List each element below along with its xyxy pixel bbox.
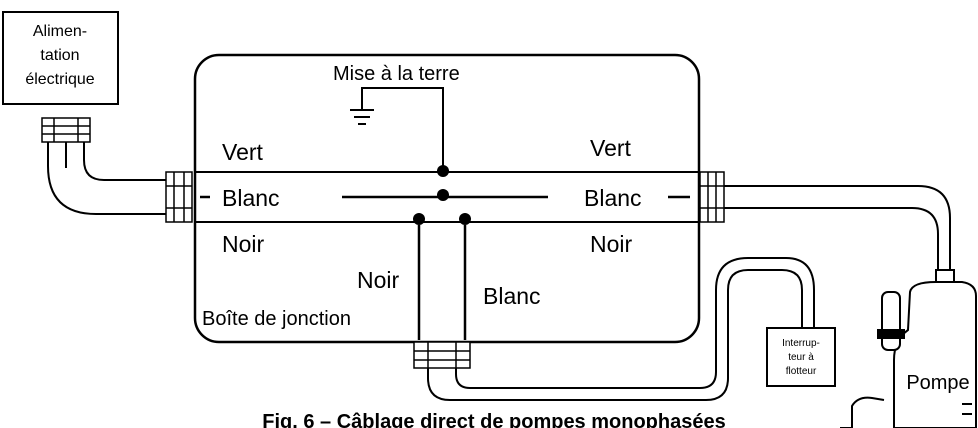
green-connector: [437, 165, 449, 177]
right-black-label: Noir: [590, 231, 633, 257]
left-black-label: Noir: [222, 231, 265, 257]
white-connector: [437, 189, 449, 201]
float-switch: Interrup- teur à flotteur: [766, 327, 836, 387]
black-connector: [413, 213, 425, 225]
power-supply: Alimen- tation électrique: [2, 11, 119, 105]
switch-white-connector: [459, 213, 471, 225]
left-box-fitting: [165, 171, 193, 223]
left-white-label: Blanc: [222, 185, 280, 211]
ground-label: Mise à la terre: [333, 63, 460, 85]
power-supply-line1: Alimen-: [33, 23, 87, 40]
ground-wire: [350, 87, 444, 170]
power-supply-line2: tation: [40, 47, 79, 64]
junction-box-label: Boîte de jonction: [202, 308, 351, 330]
power-supply-line3: électrique: [25, 71, 94, 88]
left-green-label: Vert: [222, 139, 264, 165]
drop-white-label: Blanc: [483, 283, 541, 309]
drop-wires: [417, 225, 467, 340]
pump-cable: [724, 185, 951, 272]
wire-connectors: [413, 165, 471, 225]
supply-fitting: [41, 117, 91, 143]
supply-conduit: [47, 142, 168, 215]
drop-black-label: Noir: [357, 267, 400, 293]
right-box-fitting: [699, 171, 725, 223]
pump-label: Pompe: [906, 372, 969, 394]
float-switch-line3: flotteur: [786, 366, 817, 377]
right-white-label: Blanc: [584, 185, 642, 211]
float-switch-cable: [427, 257, 815, 401]
float-switch-line1: Interrup-: [782, 338, 820, 349]
right-green-label: Vert: [590, 135, 632, 161]
bottom-fitting: [413, 341, 471, 369]
float-switch-line2: teur à: [788, 352, 814, 363]
pump: [840, 269, 977, 428]
figure-caption: Fig. 6 – Câblage direct de pompes monoph…: [262, 411, 725, 428]
